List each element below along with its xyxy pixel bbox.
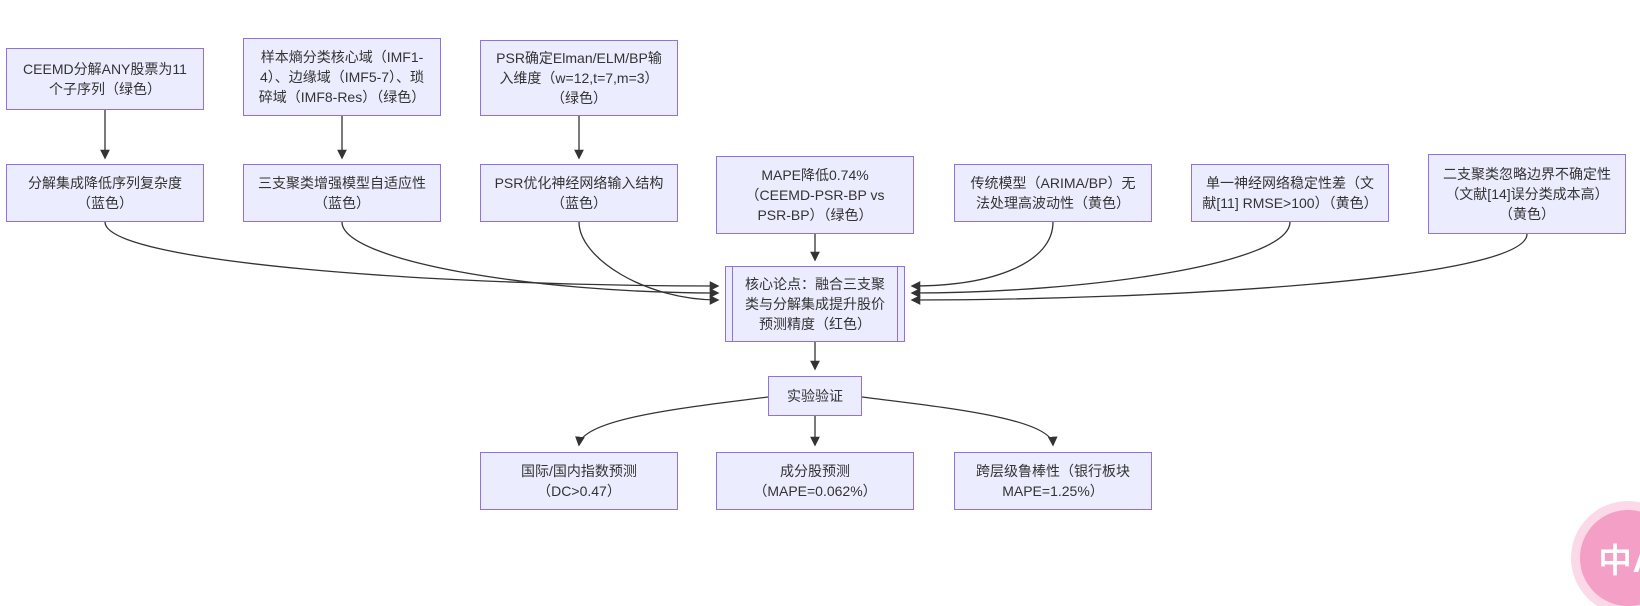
edge-experiment-robust [861,396,1058,447]
edge-twoway-core [910,233,1528,305]
node-traditional-label: 传统模型（ARIMA/BP）无法处理高波动性（黄色） [970,174,1136,211]
edge-traditional-core [910,221,1054,291]
node-decompose-label: 分解集成降低序列复杂度（蓝色） [28,174,182,211]
node-mape-label: MAPE降低0.74%（CEEMD-PSR-BP vs PSR-BP）（绿色） [745,166,885,224]
edge-psropt-core [578,221,720,305]
node-psr-opt-label: PSR优化神经网络输入结构（蓝色） [494,174,664,211]
node-index-pred-label: 国际/国内指数预测（DC>0.47） [521,462,637,499]
node-ceemd: CEEMD分解ANY股票为11个子序列（绿色） [6,48,204,110]
node-stock-pred-label: 成分股预测（MAPE=0.062%） [753,462,877,499]
node-three-way-label: 三支聚类增强模型自适应性（蓝色） [258,174,426,211]
node-two-way-label: 二支聚类忽略边界不确定性（文献[14]误分类成本高）（黄色） [1443,165,1611,223]
edge-experiment-indexpred [575,396,769,447]
node-index-pred: 国际/国内指数预测（DC>0.47） [480,452,678,510]
translate-icon: 中A [1598,542,1640,579]
node-core-thesis-label: 核心论点：融合三支聚类与分解集成提升股价预测精度（红色） [745,275,885,333]
node-core-thesis: 核心论点：融合三支聚类与分解集成提升股价预测精度（红色） [725,266,905,342]
translate-button[interactable]: 中A [1580,510,1640,606]
node-traditional: 传统模型（ARIMA/BP）无法处理高波动性（黄色） [954,164,1152,222]
node-experiment-label: 实验验证 [787,387,843,404]
node-single-nn-label: 单一神经网络稳定性差（文献[11] RMSE>100）（黄色） [1202,174,1378,211]
node-decompose: 分解集成降低序列复杂度（蓝色） [6,164,204,222]
node-robust-label: 跨层级鲁棒性（银行板块MAPE=1.25%） [976,462,1130,499]
edge-singlenn-core [910,221,1291,298]
node-mape: MAPE降低0.74%（CEEMD-PSR-BP vs PSR-BP）（绿色） [716,156,914,234]
node-psr-input: PSR确定Elman/ELM/BP输入维度（w=12,t=7,m=3）（绿色） [480,40,678,116]
node-stock-pred: 成分股预测（MAPE=0.062%） [716,452,914,510]
edge-decompose-core [104,221,720,291]
node-single-nn: 单一神经网络稳定性差（文献[11] RMSE>100）（黄色） [1191,164,1389,222]
node-two-way: 二支聚类忽略边界不确定性（文献[14]误分类成本高）（黄色） [1428,154,1626,234]
node-psr-input-label: PSR确定Elman/ELM/BP输入维度（w=12,t=7,m=3）（绿色） [496,49,662,107]
node-experiment: 实验验证 [768,376,862,416]
edge-threeway-core [341,221,720,298]
node-psr-opt: PSR优化神经网络输入结构（蓝色） [480,164,678,222]
node-entropy: 样本熵分类核心域（IMF1-4）、边缘域（IMF5-7）、琐碎域（IMF8-Re… [243,38,441,116]
node-entropy-label: 样本熵分类核心域（IMF1-4）、边缘域（IMF5-7）、琐碎域（IMF8-Re… [258,48,426,106]
node-three-way: 三支聚类增强模型自适应性（蓝色） [243,164,441,222]
node-ceemd-label: CEEMD分解ANY股票为11个子序列（绿色） [23,60,187,97]
node-robust: 跨层级鲁棒性（银行板块MAPE=1.25%） [954,452,1152,510]
